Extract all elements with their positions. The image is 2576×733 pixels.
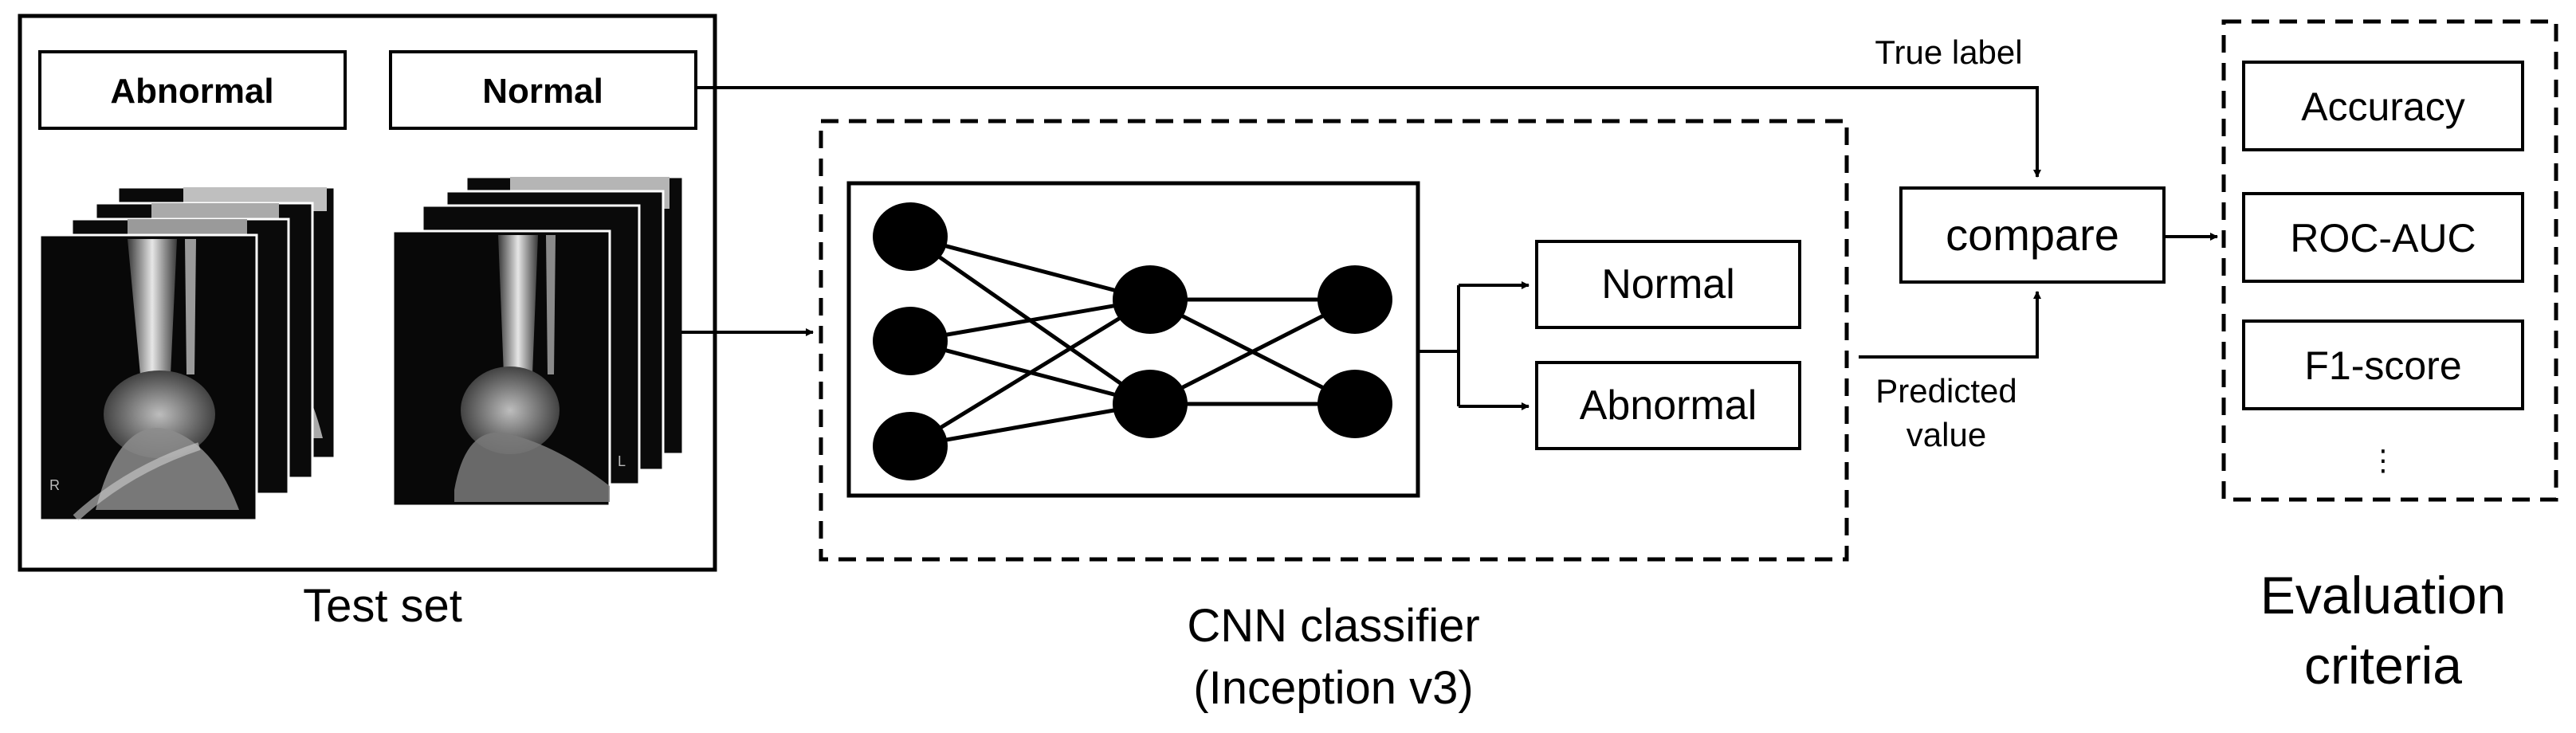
more-metrics-ellipsis: ⋮	[2369, 444, 2397, 476]
metric-accuracy-box	[2242, 61, 2524, 151]
evaluation-dashed-box	[2221, 19, 2558, 502]
abnormal-label-box	[38, 50, 347, 130]
abnormal-xray-stack: R	[38, 186, 336, 522]
metric-roc-auc-box	[2242, 192, 2524, 283]
classifier-subtitle: (Inception v3)	[1193, 662, 1473, 714]
test-set-panel: Abnormal Normal	[18, 14, 717, 572]
nn-node	[873, 412, 948, 480]
nn-node	[1317, 370, 1392, 438]
xray-image-front: R	[38, 233, 258, 522]
nn-node	[1113, 370, 1188, 438]
true-label-arrow	[696, 86, 2041, 178]
evaluation-subtitle: criteria	[2304, 636, 2462, 695]
neural-network-nodes	[873, 202, 1392, 480]
classifier-dashed-box	[819, 119, 1849, 562]
xray-marker-r: R	[49, 477, 60, 493]
metric-f1-box	[2242, 319, 2524, 410]
nn-node	[1113, 265, 1188, 334]
output-normal-box	[1535, 240, 1801, 329]
output-normal-label: Normal	[1601, 261, 1735, 308]
nn-node	[873, 307, 948, 375]
nn-node	[1317, 265, 1392, 334]
compare-label: compare	[1946, 210, 2119, 260]
test-set-title: Test set	[303, 580, 462, 632]
output-branch	[1418, 281, 1530, 410]
abnormal-label: Abnormal	[110, 72, 273, 111]
output-abnormal-box	[1535, 361, 1801, 450]
predicted-text: Predicted	[1875, 372, 2016, 410]
nn-node	[873, 202, 948, 271]
evaluation-title: Evaluation	[2260, 566, 2506, 625]
normal-label: Normal	[482, 72, 603, 111]
xray-marker-l: L	[618, 453, 626, 469]
value-text: value	[1906, 416, 1986, 453]
metric-accuracy-label: Accuracy	[2301, 84, 2465, 129]
metric-f1-label: F1-score	[2304, 343, 2461, 388]
compare-box	[1899, 186, 2166, 284]
xray-image-front: L	[391, 229, 626, 508]
true-label-text: True label	[1875, 33, 2022, 71]
predicted-value-arrow	[1859, 291, 2041, 359]
metric-roc-auc-label: ROC-AUC	[2290, 216, 2476, 261]
normal-label-box	[389, 50, 697, 130]
normal-xray-stack: L	[391, 175, 685, 508]
output-abnormal-label: Abnormal	[1580, 382, 1757, 429]
classifier-title: CNN classifier	[1187, 600, 1479, 652]
